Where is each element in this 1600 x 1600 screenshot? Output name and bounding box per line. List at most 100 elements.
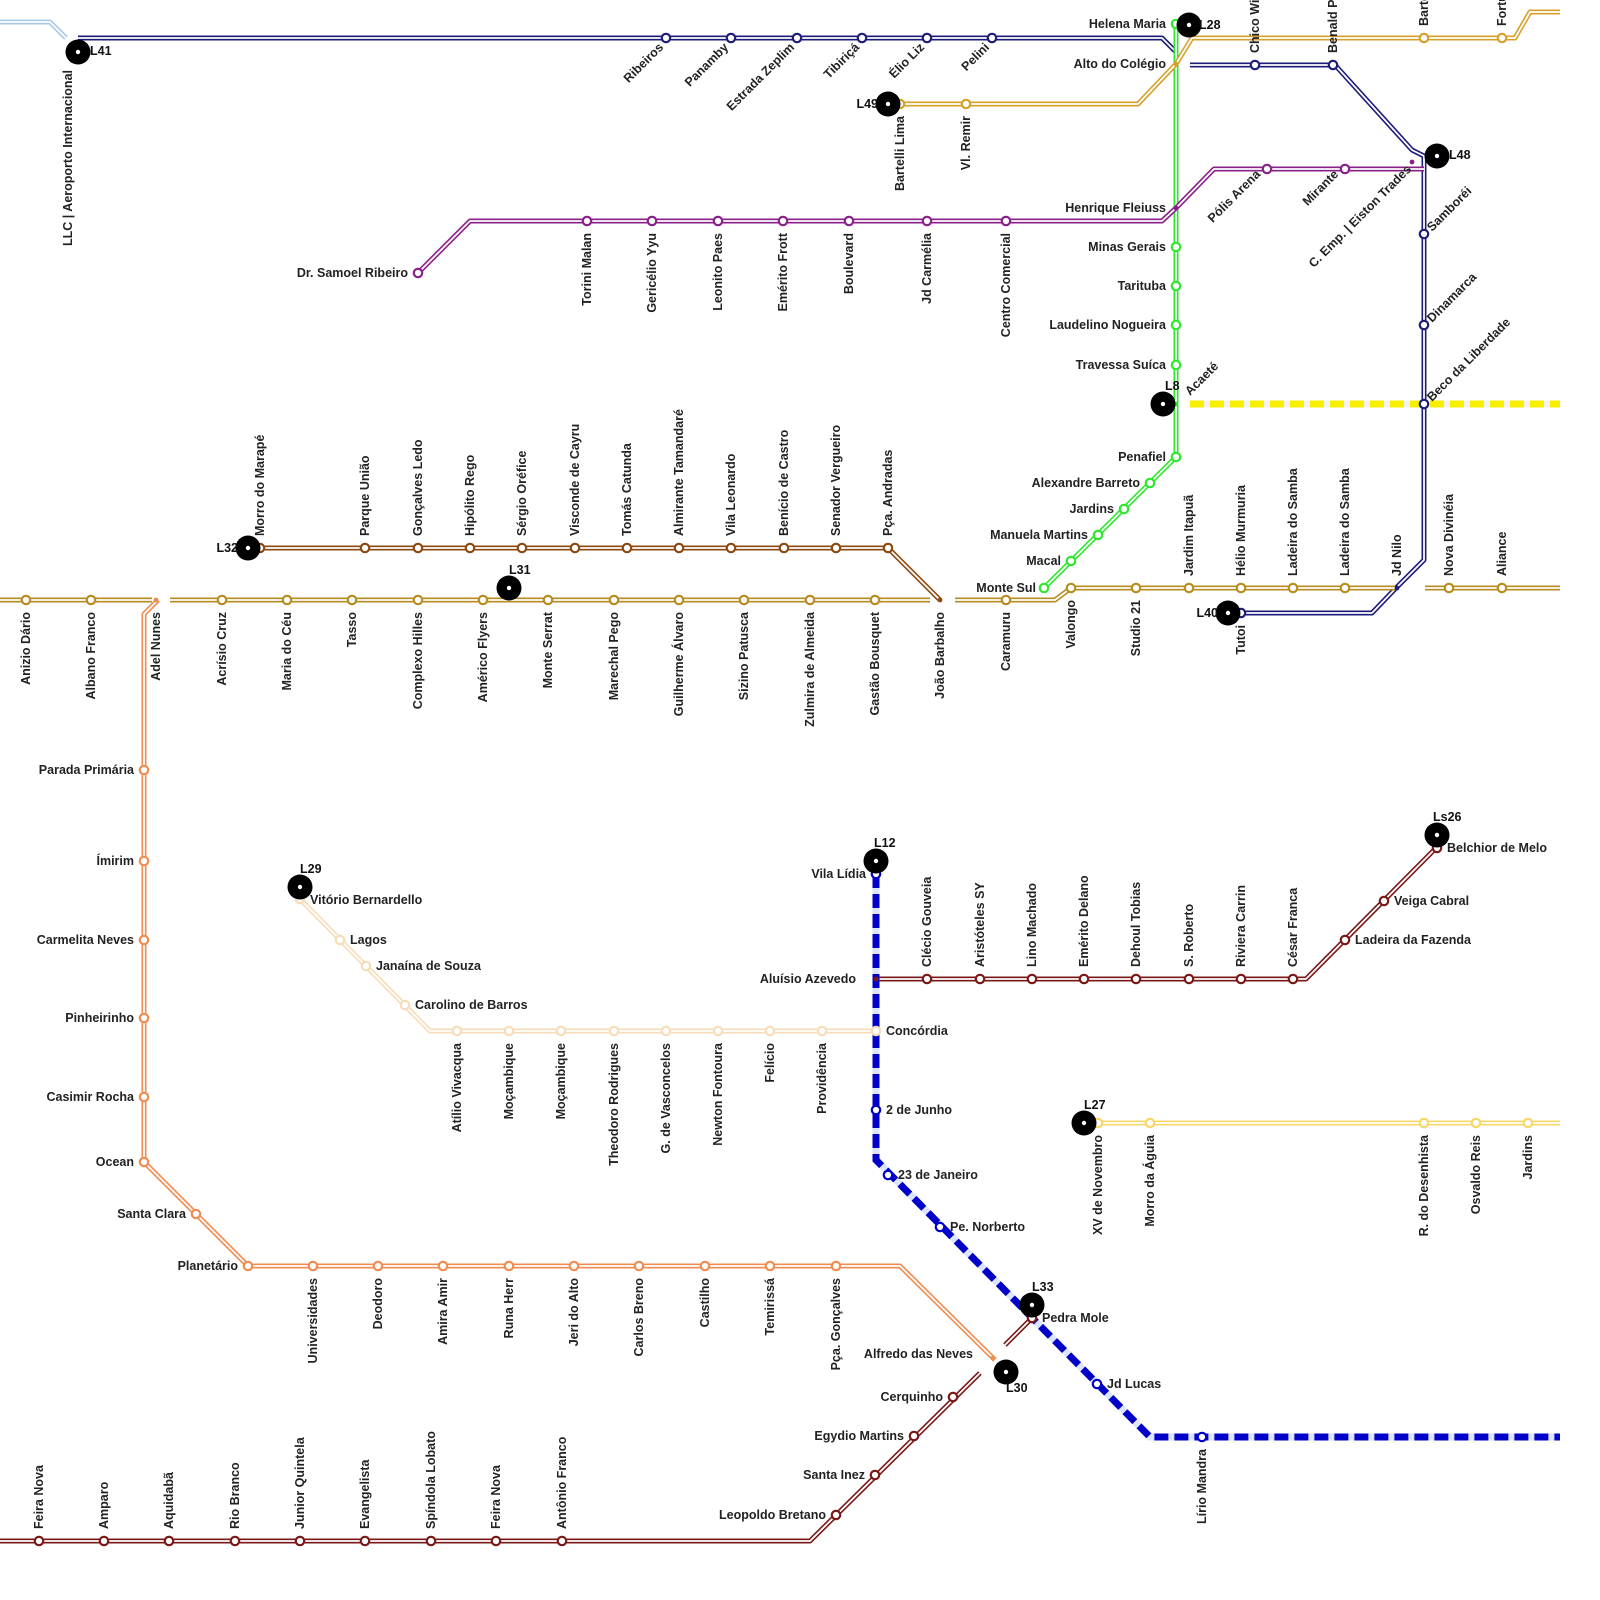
station-tomas-catunda-marker[interactable] — [621, 542, 633, 554]
station-torini-malan-marker[interactable] — [581, 215, 593, 227]
station-planetario-marker[interactable] — [242, 1260, 254, 1272]
station-sergio-orefice-marker[interactable] — [516, 542, 528, 554]
station-tasso-marker[interactable] — [346, 594, 358, 606]
station-ladeira-da-fazenda-marker[interactable] — [1339, 934, 1351, 946]
station-benald-pena-marker[interactable] — [1327, 59, 1339, 71]
station-egydio-martins-marker[interactable] — [908, 1430, 920, 1442]
station-r-do-desenhista-marker[interactable] — [1418, 1117, 1430, 1129]
station-chico-wilker-marker[interactable] — [1249, 59, 1261, 71]
station-maria-do-ceu-marker[interactable] — [281, 594, 293, 606]
station-theodoro-rodrigues-marker[interactable] — [608, 1025, 620, 1037]
station-antonio-franco-marker[interactable] — [556, 1535, 568, 1547]
station-albano-franco-marker[interactable] — [85, 594, 97, 606]
station-visconde-de-cayru-marker[interactable] — [569, 542, 581, 554]
station-rio-branco-marker[interactable] — [229, 1535, 241, 1547]
station-lagos-marker[interactable] — [334, 934, 346, 946]
station-laudelino-nogueira-marker[interactable] — [1170, 319, 1182, 331]
station-imirim-marker[interactable] — [138, 855, 150, 867]
station-manuela-martins-marker[interactable] — [1092, 529, 1104, 541]
station-amparo-marker[interactable] — [98, 1535, 110, 1547]
station-alexandre-barreto-marker[interactable] — [1144, 477, 1156, 489]
station-temirissa-marker[interactable] — [764, 1260, 776, 1272]
station-cesar-franca-marker[interactable] — [1287, 973, 1299, 985]
station-acrisio-cruz-marker[interactable] — [216, 594, 228, 606]
station-carmelita-neves-marker[interactable] — [138, 934, 150, 946]
station-beco-da-liberdade-marker[interactable] — [1418, 398, 1430, 410]
station-jardins-marker[interactable] — [1118, 503, 1130, 515]
station-guilherme-alvaro-marker[interactable] — [673, 594, 685, 606]
station-caramuru-marker[interactable] — [1000, 594, 1012, 606]
station-alfredo-das-neves-marker[interactable] — [990, 1355, 996, 1361]
station-penafiel-marker[interactable] — [1170, 451, 1182, 463]
station-emerito-delano-marker[interactable] — [1078, 973, 1090, 985]
station-clecio-gouveia-marker[interactable] — [921, 973, 933, 985]
station-helio-murmuria-marker[interactable] — [1235, 582, 1247, 594]
station-elio-liz-marker[interactable] — [921, 32, 933, 44]
station-lino-machado-marker[interactable] — [1026, 973, 1038, 985]
station-feira-nova-marker[interactable] — [33, 1535, 45, 1547]
station-riviera-carrin-marker[interactable] — [1235, 973, 1247, 985]
station-parada-primaria-marker[interactable] — [138, 764, 150, 776]
station-dinamarca-marker[interactable] — [1418, 319, 1430, 331]
station-fortunato-marker[interactable] — [1496, 32, 1508, 44]
station-carlos-breno-marker[interactable] — [633, 1260, 645, 1272]
station-carolino-de-barros-marker[interactable] — [399, 999, 411, 1011]
station-jd-lucas-marker[interactable] — [1091, 1378, 1103, 1390]
station-amira-amir-marker[interactable] — [437, 1260, 449, 1272]
station-monte-sul-marker[interactable] — [1038, 582, 1050, 594]
station-cerquinho-marker[interactable] — [947, 1391, 959, 1403]
station-alto-do-colegio-marker[interactable] — [1173, 61, 1179, 67]
station-2-de-junho-marker[interactable] — [870, 1104, 882, 1116]
station-pe-norberto-marker[interactable] — [934, 1221, 946, 1233]
station-lirio-mandra-marker[interactable] — [1196, 1431, 1208, 1443]
station-goncalves-ledo-marker[interactable] — [412, 542, 424, 554]
station-samborei-marker[interactable] — [1418, 228, 1430, 240]
station-runa-herr-marker[interactable] — [503, 1260, 515, 1272]
station-felicio-marker[interactable] — [764, 1025, 776, 1037]
station-pca-andradas-marker[interactable] — [882, 542, 894, 554]
station-americo-flyers-marker[interactable] — [477, 594, 489, 606]
station-c-emp-eiston-trades-marker[interactable] — [1409, 159, 1415, 165]
station-zulmira-de-almeida-marker[interactable] — [804, 594, 816, 606]
station-castilho-marker[interactable] — [699, 1260, 711, 1272]
station-aquidaba-marker[interactable] — [163, 1535, 175, 1547]
station-ribeiros-marker[interactable] — [660, 32, 672, 44]
station-casimir-rocha-marker[interactable] — [138, 1091, 150, 1103]
station-vl-remir-marker[interactable] — [960, 98, 972, 110]
station-almirante-tamandare-marker[interactable] — [673, 542, 685, 554]
station-feira-nova-marker[interactable] — [490, 1535, 502, 1547]
station-hipolito-rego-marker[interactable] — [464, 542, 476, 554]
station-complexo-hilles-marker[interactable] — [412, 594, 424, 606]
station-veiga-cabral-marker[interactable] — [1378, 895, 1390, 907]
station-pelini-marker[interactable] — [986, 32, 998, 44]
station-nova-divineia-marker[interactable] — [1443, 582, 1455, 594]
station-henrique-fleiuss-marker[interactable] — [1173, 205, 1179, 211]
station-joao-barbalho-marker[interactable] — [937, 597, 943, 603]
station-travessa-suica-marker[interactable] — [1170, 359, 1182, 371]
station-spindola-lobato-marker[interactable] — [425, 1535, 437, 1547]
station-santa-clara-marker[interactable] — [190, 1208, 202, 1220]
station-sizino-patusca-marker[interactable] — [738, 594, 750, 606]
station-benicio-de-castro-marker[interactable] — [778, 542, 790, 554]
station-universidades-marker[interactable] — [307, 1260, 319, 1272]
station-minas-gerais-marker[interactable] — [1170, 241, 1182, 253]
station-ladeira-do-samba-marker[interactable] — [1339, 582, 1351, 594]
station-concordia-marker[interactable] — [870, 1025, 882, 1037]
station-s-roberto-marker[interactable] — [1183, 973, 1195, 985]
station-aristoteles-sy-marker[interactable] — [974, 973, 986, 985]
station-newton-fontoura-marker[interactable] — [712, 1025, 724, 1037]
station-boulevard-marker[interactable] — [843, 215, 855, 227]
station-ocean-marker[interactable] — [138, 1156, 150, 1168]
station-deodoro-marker[interactable] — [372, 1260, 384, 1272]
station-polis-arena-marker[interactable] — [1261, 163, 1273, 175]
station-jeri-do-alto-marker[interactable] — [568, 1260, 580, 1272]
station-macal-marker[interactable] — [1065, 555, 1077, 567]
station-marechal-pego-marker[interactable] — [608, 594, 620, 606]
station-monte-serrat-marker[interactable] — [542, 594, 554, 606]
station-mocambique-marker[interactable] — [503, 1025, 515, 1037]
station-ladeira-do-samba-marker[interactable] — [1287, 582, 1299, 594]
station-dr-samoel-ribeiro-marker[interactable] — [412, 267, 424, 279]
station-atilio-vivacqua-marker[interactable] — [451, 1025, 463, 1037]
station-emerito-frott-marker[interactable] — [777, 215, 789, 227]
station-senador-vergueiro-marker[interactable] — [830, 542, 842, 554]
